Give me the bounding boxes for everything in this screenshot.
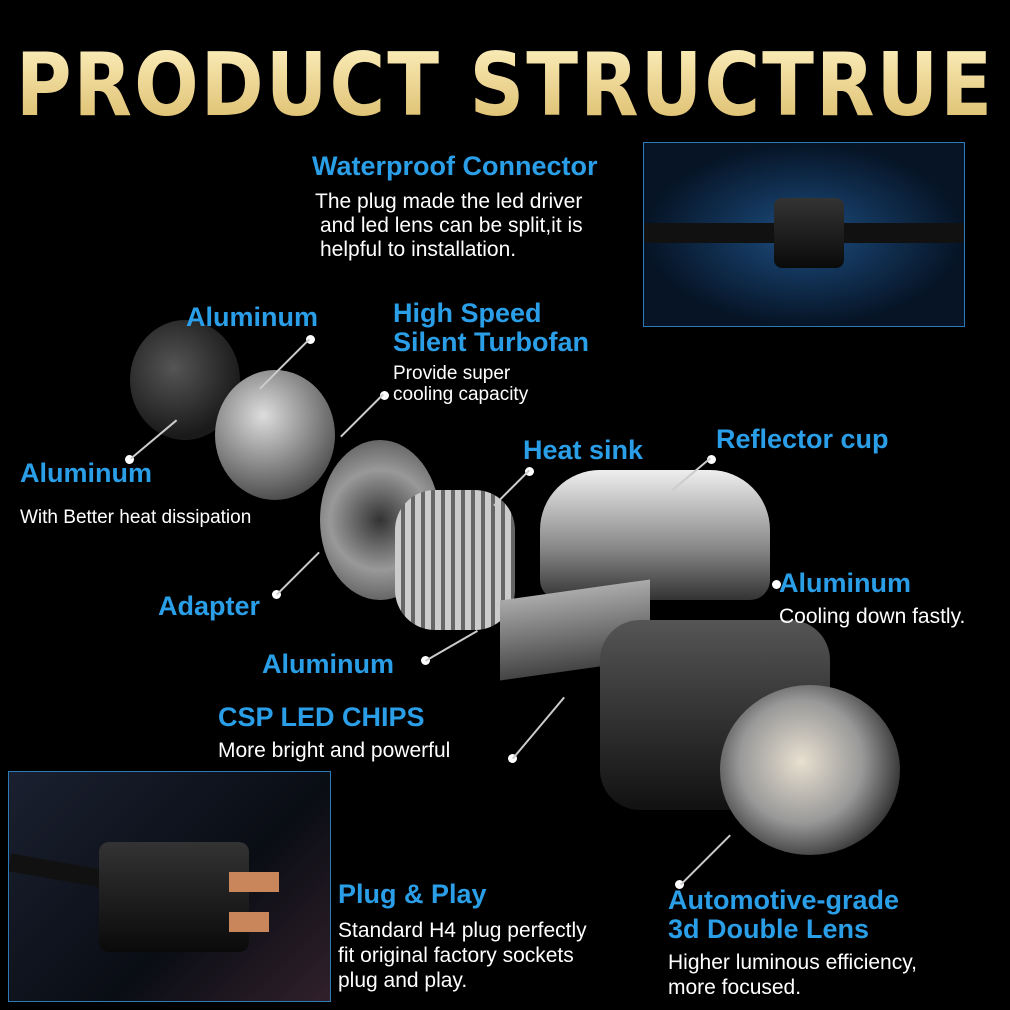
callout-line	[680, 834, 731, 886]
heat-sink-label: Heat sink	[523, 435, 644, 465]
plug-and-play-desc-2: fit original factory sockets	[338, 944, 574, 967]
aluminum-right-label: Aluminum	[779, 568, 911, 598]
waterproof-connector-label: Waterproof Connector	[312, 151, 598, 181]
callout-line	[276, 551, 320, 596]
turbofan-desc-2: cooling capacity	[393, 384, 529, 405]
turbofan-label-1: High Speed	[393, 298, 542, 328]
waterproof-connector-desc-1: The plug made the led driver	[315, 190, 583, 213]
callout-dot	[125, 455, 134, 464]
csp-led-chips-desc: More bright and powerful	[218, 739, 451, 762]
waterproof-connector-image	[643, 142, 965, 327]
waterproof-connector-desc-3: helpful to installation.	[320, 238, 517, 261]
aluminum-left-desc: With Better heat dissipation	[20, 507, 252, 528]
aluminum-left-label: Aluminum	[20, 458, 152, 488]
lens-desc-1: Higher luminous efficiency,	[668, 951, 918, 974]
plug-and-play-desc-3: plug and play.	[338, 969, 468, 992]
aluminum-mid-label: Aluminum	[262, 649, 394, 679]
aluminum-right-desc: Cooling down fastly.	[779, 605, 966, 628]
callout-line	[425, 630, 478, 662]
csp-led-chips-label: CSP LED CHIPS	[218, 702, 425, 732]
callout-dot	[707, 455, 716, 464]
aluminum-top-label: Aluminum	[186, 302, 318, 332]
waterproof-connector-desc-2: and led lens can be split,it is	[320, 214, 583, 237]
page-title: PRODUCT STRUCTRUE	[0, 33, 1010, 135]
plug-and-play-image	[8, 771, 331, 1002]
lens-desc-2: more focused.	[668, 976, 802, 999]
turbofan-label-2: Silent Turbofan	[393, 327, 589, 357]
callout-line	[340, 393, 384, 438]
callout-line	[493, 469, 530, 507]
reflector-cup-part	[540, 470, 770, 600]
reflector-cup-label: Reflector cup	[716, 424, 889, 454]
adapter-label: Adapter	[158, 591, 261, 621]
plug-and-play-label: Plug & Play	[338, 879, 487, 909]
callout-dot	[306, 335, 315, 344]
callout-dot	[675, 880, 684, 889]
turbofan-desc-1: Provide super	[393, 363, 511, 384]
callout-dot	[525, 467, 534, 476]
callout-line	[512, 696, 565, 759]
heat-sink-part	[395, 490, 515, 630]
lens-part	[720, 685, 900, 855]
plug-and-play-desc-1: Standard H4 plug perfectly	[338, 919, 587, 942]
callout-dot	[772, 580, 781, 589]
callout-dot	[380, 391, 389, 400]
turbofan-part	[215, 370, 335, 500]
lens-label-2: 3d Double Lens	[668, 914, 870, 944]
lens-label-1: Automotive-grade	[668, 885, 900, 915]
